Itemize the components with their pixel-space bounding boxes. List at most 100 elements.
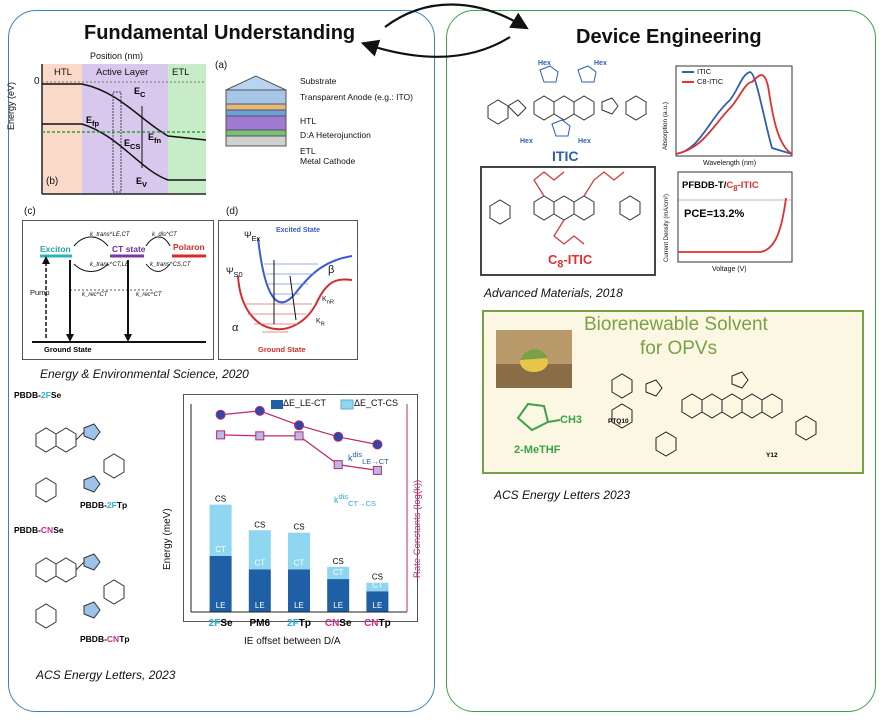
level-ct-2: CT bbox=[294, 558, 305, 567]
rate-cs-ct: k_trans^CS,CT bbox=[150, 262, 191, 268]
jv-ylabel: Current Density (mA/cm²) bbox=[664, 193, 670, 262]
y12-label: Y12 bbox=[766, 452, 778, 459]
hex-label-1: Hex bbox=[538, 60, 551, 67]
solvent-label: 2-MeTHF bbox=[514, 444, 561, 456]
bar-ct-cs-4 bbox=[366, 582, 389, 592]
zero-tick: 0 bbox=[34, 76, 40, 87]
energy-axis-title: Energy (eV) bbox=[6, 81, 16, 130]
category-label-3: CNSe bbox=[325, 618, 352, 629]
band-diagram bbox=[41, 64, 207, 195]
htl-label: HTL bbox=[54, 67, 72, 78]
kinetics-diagram bbox=[32, 236, 206, 343]
exchange-arrows bbox=[360, 3, 529, 58]
bio-title-2: for OPVs bbox=[640, 338, 718, 359]
itic-molecule bbox=[487, 65, 647, 137]
rate-point-ct-cs-2 bbox=[294, 431, 304, 441]
rate-ct-le: k_trans^CT,LE bbox=[90, 262, 129, 268]
ev-symbol: EV bbox=[136, 176, 148, 189]
level-cs-3: CS bbox=[333, 557, 344, 566]
beta-label: β bbox=[328, 264, 335, 276]
c8-itic-name: C8-ITIC bbox=[548, 252, 593, 271]
ecs-symbol: ECS bbox=[124, 138, 141, 151]
position-axis-title: Position (nm) bbox=[90, 51, 144, 61]
adv-citation: Advanced Materials, 2018 bbox=[484, 286, 623, 300]
alpha-label: α bbox=[232, 322, 239, 334]
bar-le-ct-3 bbox=[327, 579, 350, 612]
level-ct-1: CT bbox=[254, 558, 265, 567]
bar-le-ct-4 bbox=[366, 591, 389, 612]
jv-title: PFBDB-T/C8-ITIC bbox=[682, 180, 759, 193]
ground-state-label-c: Ground State bbox=[44, 345, 92, 354]
itic-name: ITIC bbox=[552, 148, 579, 164]
potential-wells bbox=[237, 237, 353, 333]
level-cs-4: CS bbox=[372, 573, 383, 582]
etl-region bbox=[168, 64, 206, 194]
level-le-4: LE bbox=[373, 601, 383, 610]
bar-le-ct-0 bbox=[209, 555, 232, 612]
layer-htl: HTL bbox=[300, 116, 317, 126]
level-cs-2: CS bbox=[293, 523, 304, 532]
polymer-2fse-label: PBDB-2FSe bbox=[14, 390, 62, 400]
level-ct-0: CT bbox=[215, 545, 226, 554]
ptq10-y12-structures bbox=[611, 371, 817, 457]
level-le-2: LE bbox=[294, 601, 304, 610]
energy-chart: CSCTLE2FSeCSCTLEPM6CSCTLE2FTpCSCTLECNSeC… bbox=[190, 399, 408, 629]
device-stack-icon bbox=[224, 75, 288, 147]
level-le-3: LE bbox=[333, 601, 343, 610]
rate-point-le-ct-4 bbox=[372, 439, 383, 450]
htl-region bbox=[42, 64, 82, 194]
rate-point-le-ct-2 bbox=[294, 420, 304, 431]
layer-etl: ETL bbox=[300, 146, 316, 156]
rate-point-ct-cs-0 bbox=[216, 430, 226, 440]
level-le-1: LE bbox=[255, 601, 265, 610]
legend-ct-cs: ΔE_CT-CS bbox=[354, 398, 399, 408]
category-label-0: 2FSe bbox=[209, 618, 233, 629]
excited-state-label: Excited State bbox=[276, 227, 320, 234]
panel-d-label: (d) bbox=[226, 206, 239, 217]
knr-label: KnR bbox=[322, 296, 335, 306]
pce-label: PCE=13.2% bbox=[684, 208, 745, 220]
corn-photo bbox=[496, 330, 572, 388]
legend-swatch-le-ct bbox=[271, 400, 283, 409]
methf-ring bbox=[516, 402, 561, 432]
psi-s0-label: ΨS0 bbox=[226, 266, 243, 279]
ec-symbol: EC bbox=[134, 86, 146, 99]
panel-a-label: (a) bbox=[215, 60, 228, 71]
hex-label-2: Hex bbox=[594, 60, 607, 67]
etl-label: ETL bbox=[172, 67, 190, 78]
annotation-le-ct: kdisLE→CT bbox=[348, 450, 389, 466]
annotation-ct-cs: kdisCT→CS bbox=[334, 492, 377, 508]
fundamental-heading: Fundamental Understanding bbox=[84, 22, 356, 44]
ptq10-label: PTQ10 bbox=[608, 418, 629, 425]
valence-band bbox=[42, 123, 206, 181]
level-cs-1: CS bbox=[254, 520, 265, 529]
polymer-2ftp-label: PBDB-2FTp bbox=[80, 500, 128, 510]
legend-le-ct: ΔE_LE-CT bbox=[283, 398, 327, 408]
rate-le-ct: k_trans^LE,CT bbox=[90, 232, 130, 238]
layer-substrate: Substrate bbox=[300, 76, 337, 86]
category-label-1: PM6 bbox=[250, 618, 271, 629]
abs-legend-c8: C8-ITIC bbox=[697, 77, 724, 86]
ees-citation: Energy & Environmental Science, 2020 bbox=[40, 367, 249, 381]
panel-c-label: (c) bbox=[24, 206, 36, 217]
panel-b-label: (b) bbox=[46, 176, 59, 187]
rate-point-ct-cs-3 bbox=[333, 460, 343, 470]
hex-label-4: Hex bbox=[578, 138, 591, 145]
bar-ct-cs-2 bbox=[288, 532, 310, 570]
efn-symbol: Efn bbox=[148, 132, 162, 145]
bar-ct-cs-0 bbox=[209, 504, 232, 556]
layer-anode: Transparent Anode (e.g.: ITO) bbox=[300, 92, 413, 102]
rate-point-le-ct-0 bbox=[215, 409, 226, 420]
ch3-label: CH3 bbox=[560, 414, 583, 426]
rate-point-le-ct-3 bbox=[333, 431, 344, 442]
rate-point-ct-cs-1 bbox=[255, 431, 265, 441]
c8-itic-box bbox=[480, 166, 656, 276]
efp-symbol: Efp bbox=[86, 115, 100, 128]
rate-rec-2: k_rec^CT bbox=[136, 292, 162, 298]
polymer-cntp-label: PBDB-CNTp bbox=[80, 634, 130, 644]
level-ct-4: CT bbox=[372, 580, 383, 589]
bar-ct-cs-1 bbox=[248, 530, 271, 570]
psi-ex-label: ΨEx bbox=[244, 230, 261, 243]
layer-heterojunction: D:A Heterojunction bbox=[300, 130, 371, 140]
level-le-0: LE bbox=[216, 601, 226, 610]
